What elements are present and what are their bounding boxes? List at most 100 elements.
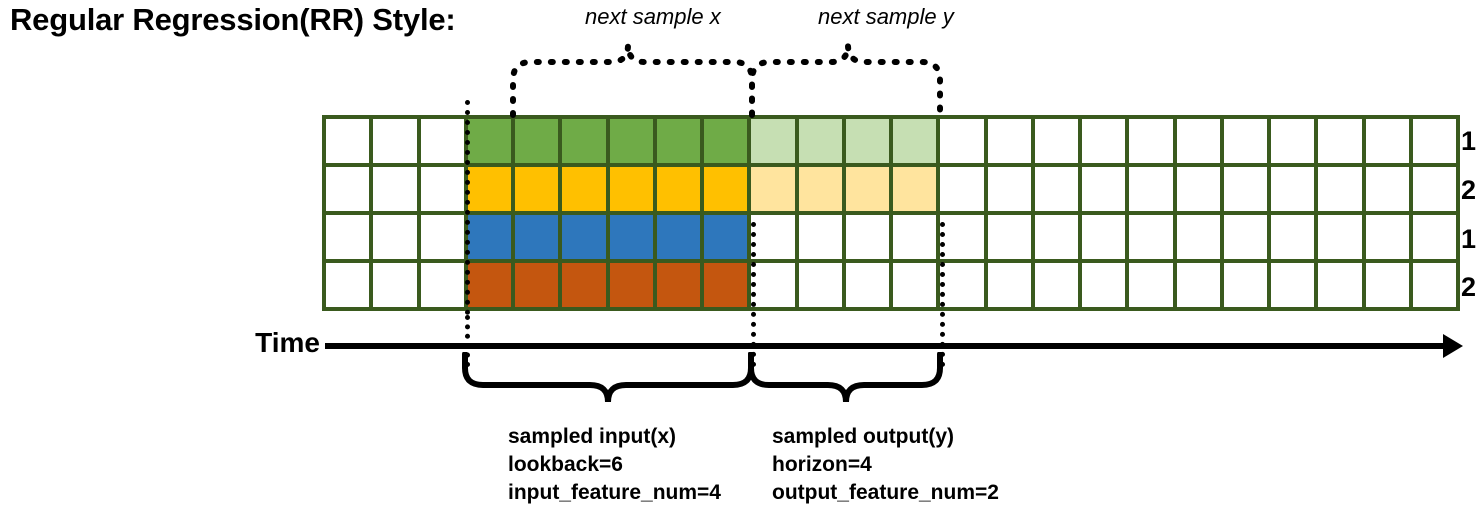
- grid-cell-r3-c16: [1034, 215, 1078, 259]
- grid-cell-r2-c20: [1223, 167, 1267, 211]
- grid-cell-r4-c6: [562, 263, 606, 307]
- guide-input-start-lower: [465, 315, 470, 367]
- grid-cell-r2-c16: [1034, 167, 1078, 211]
- grid-cell-r4-c24: [1412, 263, 1456, 307]
- grid-cell-r1-c1: [326, 119, 370, 163]
- grid-cell-r2-c24: [1412, 167, 1456, 211]
- grid-cell-r3-c5: [515, 215, 559, 259]
- grid-cell-r3-c19: [1176, 215, 1220, 259]
- guide-input-end-output-start: [751, 222, 756, 367]
- grid-cell-r1-c21: [1271, 119, 1315, 163]
- grid-cell-r1-c12: [845, 119, 889, 163]
- grid-cell-r2-c3: [420, 167, 464, 211]
- grid-cell-r4-c12: [845, 263, 889, 307]
- brace-next-sample-y-path: [749, 44, 943, 118]
- grid-cell-r1-c24: [1412, 119, 1456, 163]
- grid-cell-r3-c13: [893, 215, 937, 259]
- grid-cell-r2-c7: [609, 167, 653, 211]
- grid-cell-r4-c1: [326, 263, 370, 307]
- grid-cell-r2-c19: [1176, 167, 1220, 211]
- grid-cell-r1-c5: [515, 119, 559, 163]
- brace-sampled-output-path: [748, 352, 943, 403]
- grid-cell-r3-c6: [562, 215, 606, 259]
- grid-cell-r2-c21: [1271, 167, 1315, 211]
- grid-cell-r3-c22: [1318, 215, 1362, 259]
- grid-cell-r3-c7: [609, 215, 653, 259]
- grid-cell-r4-c15: [987, 263, 1031, 307]
- page-title: Regular Regression(RR) Style:: [10, 2, 456, 37]
- grid-cell-r4-c19: [1176, 263, 1220, 307]
- grid-cell-r1-c17: [1082, 119, 1126, 163]
- grid-cell-r4-c16: [1034, 263, 1078, 307]
- grid-cell-r3-c23: [1365, 215, 1409, 259]
- grid-cell-r3-c21: [1271, 215, 1315, 259]
- grid-cell-r2-c13: [893, 167, 937, 211]
- grid-cell-r4-c2: [373, 263, 417, 307]
- grid-cell-r4-c3: [420, 263, 464, 307]
- grid-cell-r1-c9: [704, 119, 748, 163]
- grid-cell-r4-c14: [940, 263, 984, 307]
- grid-cell-r1-c16: [1034, 119, 1078, 163]
- grid-cell-r4-c23: [1365, 263, 1409, 307]
- top-braces-group: [510, 44, 943, 118]
- grid-cell-r3-c18: [1129, 215, 1173, 259]
- grid-cell-r2-c10: [751, 167, 795, 211]
- grid-cell-r2-c11: [798, 167, 842, 211]
- time-axis-label: Time: [255, 327, 320, 358]
- caption-sampled-input: sampled input(x) lookback=6 input_featur…: [508, 425, 721, 504]
- grid-cell-r2-c15: [987, 167, 1031, 211]
- grid-cell-r1-c2: [373, 119, 417, 163]
- grid-cell-r2-c12: [845, 167, 889, 211]
- grid-cell-r3-c11: [798, 215, 842, 259]
- grid-cell-r3-c12: [845, 215, 889, 259]
- grid-cell-r4-c11: [798, 263, 842, 307]
- grid-cell-r3-c4: [467, 215, 511, 259]
- grid-cell-r2-c23: [1365, 167, 1409, 211]
- grid-cell-r1-c14: [940, 119, 984, 163]
- grid-cell-r4-c18: [1129, 263, 1173, 307]
- grid-cell-r4-c20: [1223, 263, 1267, 307]
- grid-cell-r2-c5: [515, 167, 559, 211]
- grid-cell-r1-c3: [420, 119, 464, 163]
- grid-cell-r3-c8: [656, 215, 700, 259]
- grid-cell-r2-c14: [940, 167, 984, 211]
- brace-sampled-input-path: [462, 352, 754, 403]
- grid-cell-r2-c22: [1318, 167, 1362, 211]
- grid-cell-r1-c22: [1318, 119, 1362, 163]
- grid-cell-r1-c15: [987, 119, 1031, 163]
- grid-cell-r4-c4: [467, 263, 511, 307]
- grid-cell-r1-c10: [751, 119, 795, 163]
- bottom-braces-group: [462, 352, 943, 403]
- grid-cell-r3-c9: [704, 215, 748, 259]
- brace-next-sample-x-path: [510, 44, 755, 118]
- caption-sampled-output: sampled output(y) horizon=4 output_featu…: [772, 425, 999, 504]
- grid-cell-r4-c5: [515, 263, 559, 307]
- grid-cell-r2-c6: [562, 167, 606, 211]
- grid-cell-r3-c10: [751, 215, 795, 259]
- grid-cell-r3-c3: [420, 215, 464, 259]
- grid-cell-r4-c10: [751, 263, 795, 307]
- guide-input-start: [465, 100, 470, 315]
- grid-cell-r1-c4: [467, 119, 511, 163]
- grid-cell-r2-c9: [704, 167, 748, 211]
- grid-cell-r2-c4: [467, 167, 511, 211]
- grid-cell-r3-c20: [1223, 215, 1267, 259]
- grid-cell-r3-c2: [373, 215, 417, 259]
- grid-cell-r2-c8: [656, 167, 700, 211]
- grid-cell-r4-c8: [656, 263, 700, 307]
- grid-cell-r1-c20: [1223, 119, 1267, 163]
- grid-cell-r4-c21: [1271, 263, 1315, 307]
- grid-cell-r4-c7: [609, 263, 653, 307]
- grid-cell-r3-c24: [1412, 215, 1456, 259]
- grid-cell-r1-c13: [893, 119, 937, 163]
- guide-output-end: [940, 222, 945, 367]
- time-axis-line: [325, 343, 1453, 349]
- grid-cell-r2-c2: [373, 167, 417, 211]
- timeseries-grid: [322, 115, 1460, 311]
- grid-cell-r3-c15: [987, 215, 1031, 259]
- grid-cell-r1-c6: [562, 119, 606, 163]
- right-arrow-icon: [1443, 334, 1463, 358]
- grid-cell-r2-c18: [1129, 167, 1173, 211]
- grid-cell-r3-c14: [940, 215, 984, 259]
